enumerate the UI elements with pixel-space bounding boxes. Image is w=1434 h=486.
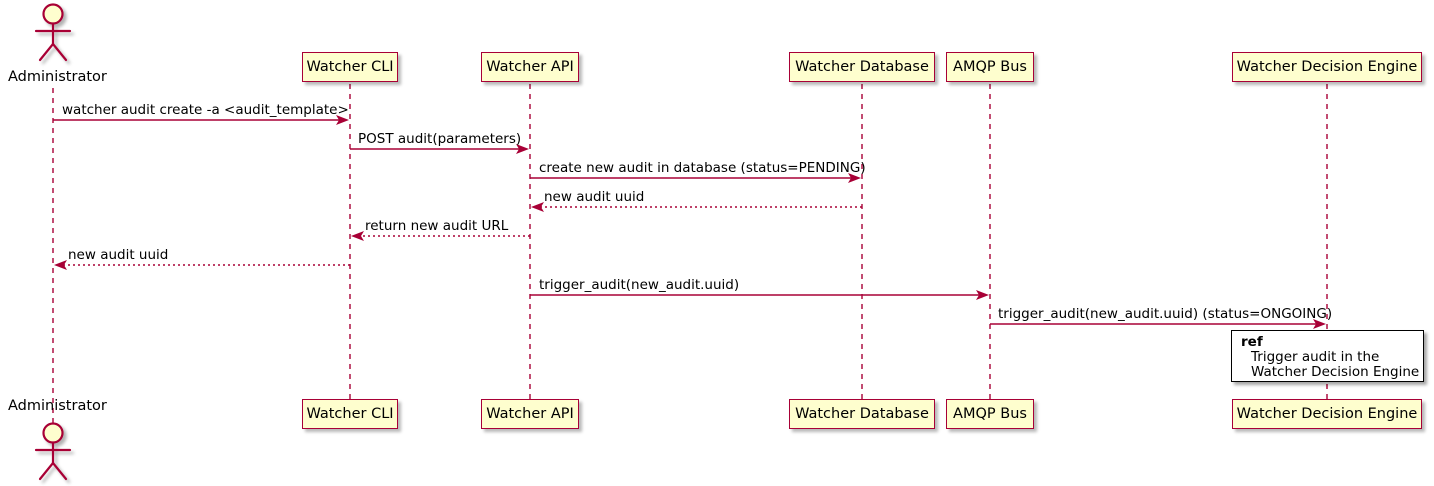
participant-box-amqp-bus-top[interactable]: AMQP Bus (946, 52, 1034, 82)
participant-box-amqp-bus-bottom[interactable]: AMQP Bus (946, 399, 1034, 429)
message-label-3: create new audit in database (status=PEN… (539, 160, 866, 176)
message-label-5: return new audit URL (365, 218, 509, 234)
actor-label-administrator-top: Administrator (8, 69, 107, 85)
message-arrows (53, 115, 1326, 329)
participant-box-watcher-decision-engine-top[interactable]: Watcher Decision Engine (1232, 52, 1422, 82)
message-arrow-2 (350, 144, 529, 154)
message-arrow-6 (54, 260, 350, 270)
participant-label: Watcher Database (795, 406, 929, 422)
participant-label: Watcher CLI (306, 59, 394, 75)
participant-box-watcher-api-bottom[interactable]: Watcher API (481, 399, 579, 429)
participant-box-watcher-cli-bottom[interactable]: Watcher CLI (302, 399, 398, 429)
actor-label-administrator-bottom: Administrator (8, 398, 107, 414)
lifelines (52, 84, 1328, 428)
participant-label: Watcher Decision Engine (1236, 406, 1418, 422)
message-arrow-8 (990, 319, 1326, 329)
message-label-6: new audit uuid (68, 247, 169, 263)
participant-label: Watcher Decision Engine (1236, 59, 1418, 75)
message-arrow-7 (530, 290, 989, 300)
participant-box-watcher-cli-top[interactable]: Watcher CLI (302, 52, 398, 82)
message-arrow-5 (351, 231, 530, 241)
participant-label: Watcher Database (795, 59, 929, 75)
message-arrow-4 (531, 202, 862, 212)
ref-fragment-tab-label: ref (1241, 334, 1263, 350)
participant-label: Watcher CLI (306, 406, 394, 422)
actor-administrator-top (34, 3, 72, 62)
ref-fragment-line-1: Trigger audit in the (1251, 349, 1380, 365)
message-arrow-3 (530, 173, 861, 183)
participant-box-watcher-api-top[interactable]: Watcher API (481, 52, 579, 82)
message-label-1: watcher audit create -a <audit_template> (62, 102, 349, 118)
message-label-8: trigger_audit(new_audit.uuid) (status=ON… (998, 306, 1333, 322)
actor-administrator-bottom (34, 422, 72, 481)
participant-box-watcher-database-top[interactable]: Watcher Database (789, 52, 935, 82)
message-label-4: new audit uuid (544, 189, 645, 205)
participant-box-watcher-decision-engine-bottom[interactable]: Watcher Decision Engine (1232, 399, 1422, 429)
message-label-7: trigger_audit(new_audit.uuid) (539, 277, 740, 293)
participant-label: AMQP Bus (953, 59, 1027, 75)
participant-label: Watcher API (486, 406, 574, 422)
ref-fragment-box (1231, 330, 1424, 382)
message-arrow-1 (53, 115, 349, 125)
participant-label: Watcher API (486, 59, 574, 75)
ref-fragment-line-2: Watcher Decision Engine (1251, 364, 1420, 380)
participant-box-watcher-database-bottom[interactable]: Watcher Database (789, 399, 935, 429)
message-label-2: POST audit(parameters) (358, 131, 522, 147)
participant-label: AMQP Bus (953, 406, 1027, 422)
